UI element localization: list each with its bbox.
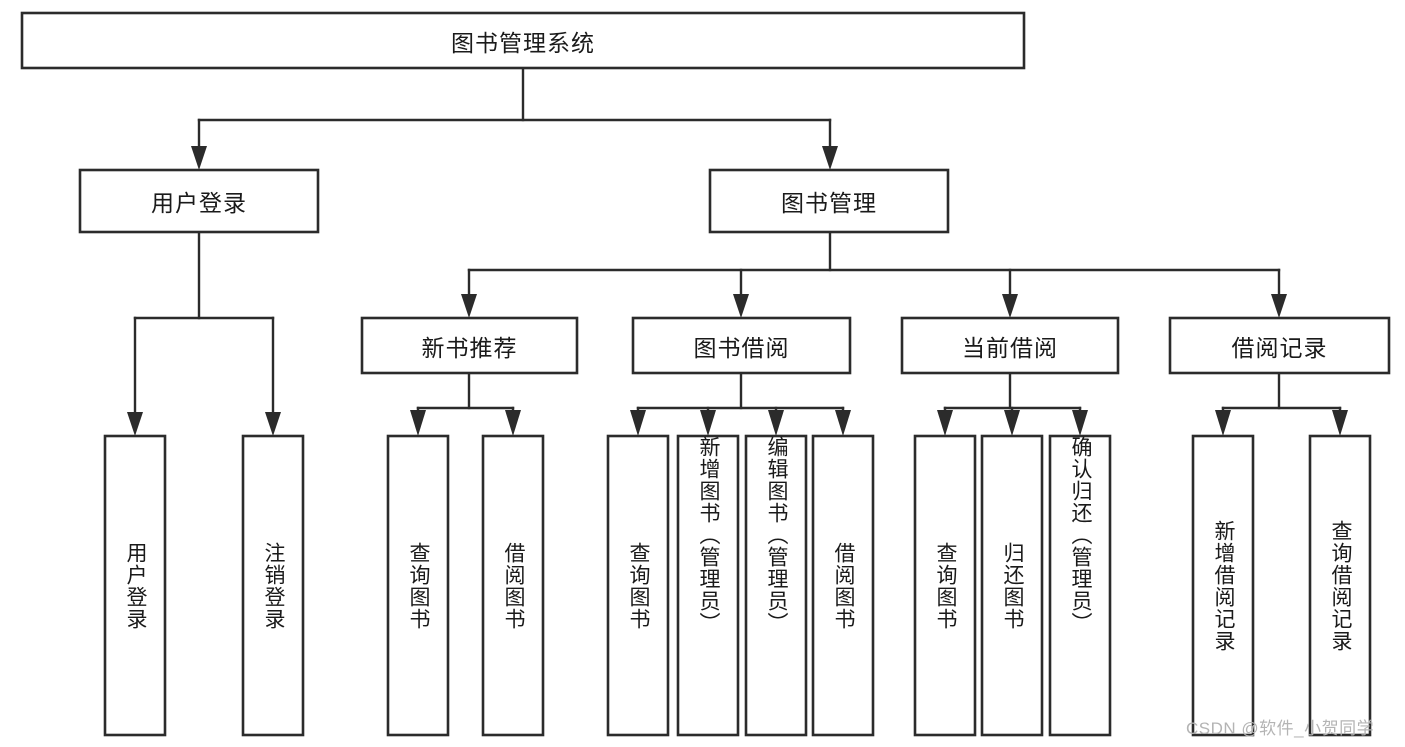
node-box-cb-return-book[interactable]: [980, 434, 1044, 737]
node-box-bb-edit-book[interactable]: [744, 434, 808, 737]
arrow-head-icon: [410, 410, 426, 436]
arrow-head-icon: [700, 410, 716, 436]
arrow-head-icon: [191, 146, 207, 170]
arrow-head-icon: [265, 412, 281, 436]
node-box-br-add-record[interactable]: [1191, 434, 1255, 737]
node-box-cb-query-book[interactable]: [913, 434, 977, 737]
connector-group-new-book-recommend: [410, 371, 521, 436]
arrow-head-icon: [461, 294, 477, 318]
arrow-head-icon: [505, 410, 521, 436]
node-box-bb-query-book[interactable]: [606, 434, 670, 737]
connector-group-root: [191, 66, 838, 170]
csdn-watermark: CSDN @软件_小贺同学: [1186, 719, 1375, 738]
arrow-head-icon: [822, 146, 838, 170]
node-box-br-query-record[interactable]: [1308, 434, 1372, 737]
connector-group-borrow-record: [1215, 371, 1348, 436]
arrow-head-icon: [1332, 410, 1348, 436]
node-box-borrow-record[interactable]: [1168, 316, 1391, 375]
arrow-head-icon: [937, 410, 953, 436]
arrow-head-icon: [1271, 294, 1287, 318]
arrow-head-icon: [1215, 410, 1231, 436]
node-box-current-borrow[interactable]: [900, 316, 1120, 375]
arrow-head-icon: [1004, 410, 1020, 436]
arrow-head-icon: [127, 412, 143, 436]
arrow-head-icon: [835, 410, 851, 436]
node-box-new-book-recommend[interactable]: [360, 316, 579, 375]
node-box-bb-borrow-book[interactable]: [811, 434, 875, 737]
node-box-nbr-borrow-book[interactable]: [481, 434, 545, 737]
node-box-user-logout-leaf[interactable]: [241, 434, 305, 737]
node-box-user-login[interactable]: [78, 168, 320, 234]
arrow-head-icon: [733, 294, 749, 318]
connector-group-book-management: [461, 230, 1287, 318]
arrow-head-icon: [1072, 410, 1088, 436]
connector-group-user-login: [127, 230, 281, 436]
arrow-head-icon: [768, 410, 784, 436]
node-box-bb-add-book[interactable]: [676, 434, 740, 737]
connector-group-book-borrow: [630, 371, 851, 436]
node-box-book-management[interactable]: [708, 168, 950, 234]
connector-group-current-borrow: [937, 371, 1088, 436]
node-box-cb-confirm-return[interactable]: [1048, 434, 1112, 737]
node-box-book-borrow[interactable]: [631, 316, 852, 375]
node-box-nbr-query-book[interactable]: [386, 434, 450, 737]
arrow-head-icon: [630, 410, 646, 436]
node-box-user-login-leaf[interactable]: [103, 434, 167, 737]
arrow-head-icon: [1002, 294, 1018, 318]
node-box-root[interactable]: [20, 11, 1026, 70]
